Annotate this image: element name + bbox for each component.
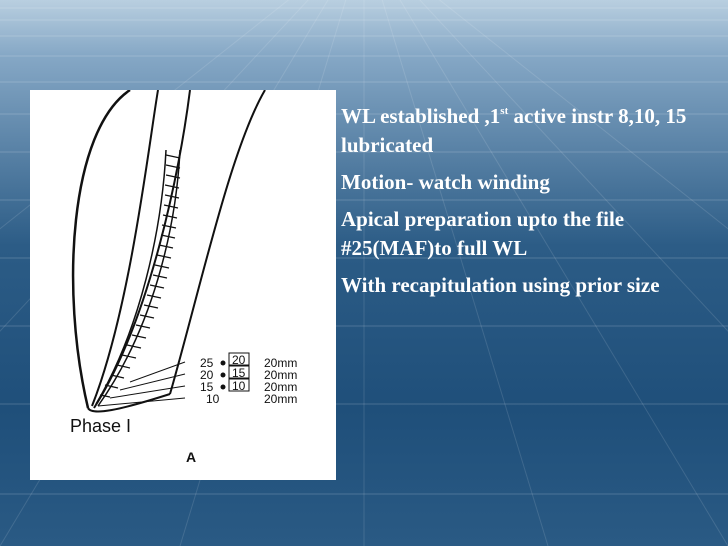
phase-one-diagram: 25 20 20mm 20 15 20mm 15 10 20mm 10 20mm…: [30, 90, 336, 480]
root-outline-left: [71, 90, 131, 409]
bullet-dot: [220, 360, 226, 366]
canal-wall-left: [91, 90, 159, 407]
file-marker: 15: [232, 366, 246, 380]
file-length: 20mm: [264, 392, 297, 406]
figure-caption: Phase I: [70, 416, 131, 436]
bullet-item: WL established ,1st active instr 8,10, 1…: [341, 97, 711, 160]
bullet-item: With recapitulation using prior size: [341, 273, 660, 297]
file-shaft-left: [95, 149, 167, 405]
file-length: 20mm: [264, 368, 297, 382]
bullet-text: active instr 8,10, 15 lubricated: [341, 104, 687, 157]
root-apex-outline: [87, 393, 171, 413]
bullet-item: Apical preparation upto the file #25(MAF…: [341, 207, 625, 260]
file-size-table: 25 20 20mm 20 15 20mm 15 10 20mm 10 20mm: [200, 352, 297, 406]
bullet-dot: [220, 372, 226, 378]
bullet-item: Motion- watch winding: [341, 170, 550, 194]
bullet-text: WL established ,1: [341, 104, 501, 128]
file-flutes: [99, 154, 181, 398]
file-length: 20mm: [264, 356, 297, 370]
file-marker: 20: [232, 353, 246, 367]
file-marker: 10: [232, 379, 246, 393]
bullet-list: WL established ,1st active instr 8,10, 1…: [341, 97, 711, 308]
root-canal-illustration: 25 20 20mm 20 15 20mm 15 10 20mm 10 20mm…: [70, 90, 297, 465]
root-outline-right: [169, 90, 266, 395]
marker-box: [228, 365, 250, 379]
bullet-dot: [220, 384, 226, 390]
marker-box: [228, 352, 250, 366]
file-size: 15: [200, 380, 214, 394]
file-shaft-right: [97, 149, 181, 407]
file-size: 10: [206, 392, 220, 406]
measurement-leaders: [97, 361, 186, 407]
file-size: 20: [200, 368, 214, 382]
canal-wall-right: [93, 90, 191, 409]
marker-box: [228, 378, 250, 392]
panel-label: A: [186, 449, 196, 465]
superscript: st: [500, 105, 509, 117]
file-size: 25: [200, 356, 214, 370]
file-length: 20mm: [264, 380, 297, 394]
